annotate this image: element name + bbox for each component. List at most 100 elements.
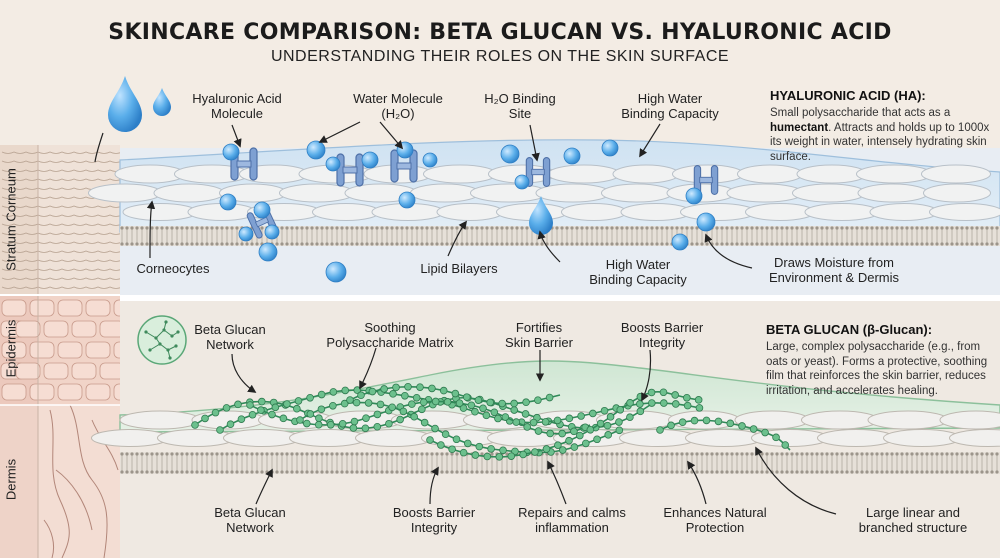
glucose-unit-icon <box>201 414 209 423</box>
hyaluronic-acid-molecule-icon <box>390 149 418 183</box>
glucose-unit-icon <box>471 407 479 416</box>
glucose-unit-icon <box>361 424 370 433</box>
glucose-unit-icon <box>234 400 242 409</box>
glucose-unit-icon <box>499 446 507 455</box>
glucose-unit-icon <box>576 431 584 440</box>
glucose-unit-icon <box>314 420 323 429</box>
water-molecule-icon <box>696 212 716 232</box>
water-molecule-icon <box>253 201 271 219</box>
glucose-unit-icon <box>510 406 519 414</box>
label-draws-moisture: Draws Moisture from Environment & Dermis <box>768 255 900 285</box>
glucose-unit-icon <box>781 441 790 449</box>
glucose-unit-icon <box>368 387 377 396</box>
glucose-unit-icon <box>463 439 472 448</box>
water-molecule-icon <box>306 140 326 160</box>
glucose-unit-icon <box>459 404 468 412</box>
label-bg-network-bottom: Beta Glucan Network <box>214 505 286 535</box>
glucose-unit-icon <box>604 431 613 439</box>
glucose-unit-icon <box>581 439 590 448</box>
glucose-unit-icon <box>475 442 484 451</box>
glucose-unit-icon <box>399 407 408 416</box>
water-molecule-icon <box>219 193 237 211</box>
glucose-unit-icon <box>463 393 471 401</box>
glucose-unit-icon <box>545 393 554 402</box>
glucose-unit-icon <box>671 391 679 399</box>
bg-skin-section <box>91 301 1000 558</box>
glucose-unit-icon <box>695 404 704 412</box>
hyaluronic-acid-molecule-icon <box>525 157 551 187</box>
glucose-unit-icon <box>606 413 615 421</box>
label-lipid-bilayers: Lipid Bilayers <box>420 261 498 276</box>
glucose-unit-icon <box>279 414 288 423</box>
glucose-unit-icon <box>615 418 623 426</box>
glucose-unit-icon <box>521 410 530 418</box>
glucose-unit-icon <box>726 419 735 428</box>
glucose-unit-icon <box>647 388 656 397</box>
water-molecule-icon <box>601 139 619 157</box>
glucose-unit-icon <box>455 399 464 407</box>
glucose-unit-icon <box>558 429 566 438</box>
water-molecule-icon <box>222 143 240 161</box>
glucose-unit-icon <box>615 426 624 435</box>
glucose-unit-icon <box>738 422 746 430</box>
glucose-unit-icon <box>772 433 780 442</box>
skin-layers-column <box>0 145 139 558</box>
glucose-unit-icon <box>412 394 421 402</box>
water-droplet-icon <box>108 76 142 132</box>
label-high-capacity-top: High Water Binding Capacity <box>621 91 719 121</box>
label-soothing-matrix: Soothing Polysaccharide Matrix <box>326 320 454 350</box>
glucose-unit-icon <box>420 418 429 427</box>
glucose-unit-icon <box>671 400 680 408</box>
glucose-unit-icon <box>302 419 311 428</box>
glucose-unit-icon <box>388 403 396 412</box>
glucose-unit-icon <box>373 410 382 419</box>
glucose-unit-icon <box>486 398 494 407</box>
water-molecule-icon <box>361 151 379 169</box>
glucose-unit-icon <box>459 448 468 457</box>
label-corneocytes: Corneocytes <box>136 261 210 276</box>
glucose-unit-icon <box>534 396 542 404</box>
label-binding-site: H₂O Binding Site <box>484 91 556 121</box>
glucose-unit-icon <box>452 435 461 444</box>
glucose-unit-icon <box>448 445 456 454</box>
glucose-unit-icon <box>426 436 434 444</box>
beta-glucan-network-icon <box>137 315 187 365</box>
glucose-unit-icon <box>257 397 266 406</box>
glucose-unit-icon <box>589 409 597 418</box>
water-molecule-icon <box>238 226 254 242</box>
water-molecule-icon <box>514 174 530 190</box>
glucose-unit-icon <box>565 414 574 423</box>
glucose-unit-icon <box>396 415 404 424</box>
label-ha-molecule: Hyaluronic Acid Molecule <box>192 91 282 121</box>
glucose-unit-icon <box>338 419 347 428</box>
glucose-unit-icon <box>353 386 362 394</box>
glucose-unit-icon <box>431 397 440 406</box>
glucose-unit-icon <box>546 429 554 438</box>
glucose-unit-icon <box>222 404 231 412</box>
glucose-unit-icon <box>510 399 518 408</box>
glucose-unit-icon <box>418 405 426 414</box>
label-bg-network-top: Beta Glucan Network <box>194 322 266 352</box>
glucose-unit-icon <box>749 425 758 433</box>
glucose-unit-icon <box>296 416 304 424</box>
label-boosts-barrier-bottom: Boosts Barrier Integrity <box>392 505 476 535</box>
water-droplet-icon <box>153 88 171 116</box>
ha-side-title: HYALURONIC ACID (HA): <box>770 88 926 103</box>
bg-side-description: Large, complex polysaccharide (e.g., fro… <box>766 341 988 398</box>
glucose-unit-icon <box>667 421 675 430</box>
glucose-unit-icon <box>317 405 326 414</box>
layer-label-stratum: Stratum Corneum <box>3 168 19 271</box>
label-large-linear: Large linear and branched structure <box>858 505 968 535</box>
glucose-unit-icon <box>467 401 476 410</box>
glucose-unit-icon <box>626 413 634 421</box>
glucose-unit-icon <box>522 398 530 407</box>
glucose-unit-icon <box>389 390 397 398</box>
label-high-capacity-bottom: High Water Binding Capacity <box>589 257 687 287</box>
glucose-unit-icon <box>237 415 246 423</box>
glucose-unit-icon <box>340 399 349 408</box>
glucose-unit-icon <box>283 400 291 408</box>
glucose-unit-icon <box>523 423 531 431</box>
glucose-unit-icon <box>410 412 418 421</box>
glucose-unit-icon <box>294 397 303 405</box>
